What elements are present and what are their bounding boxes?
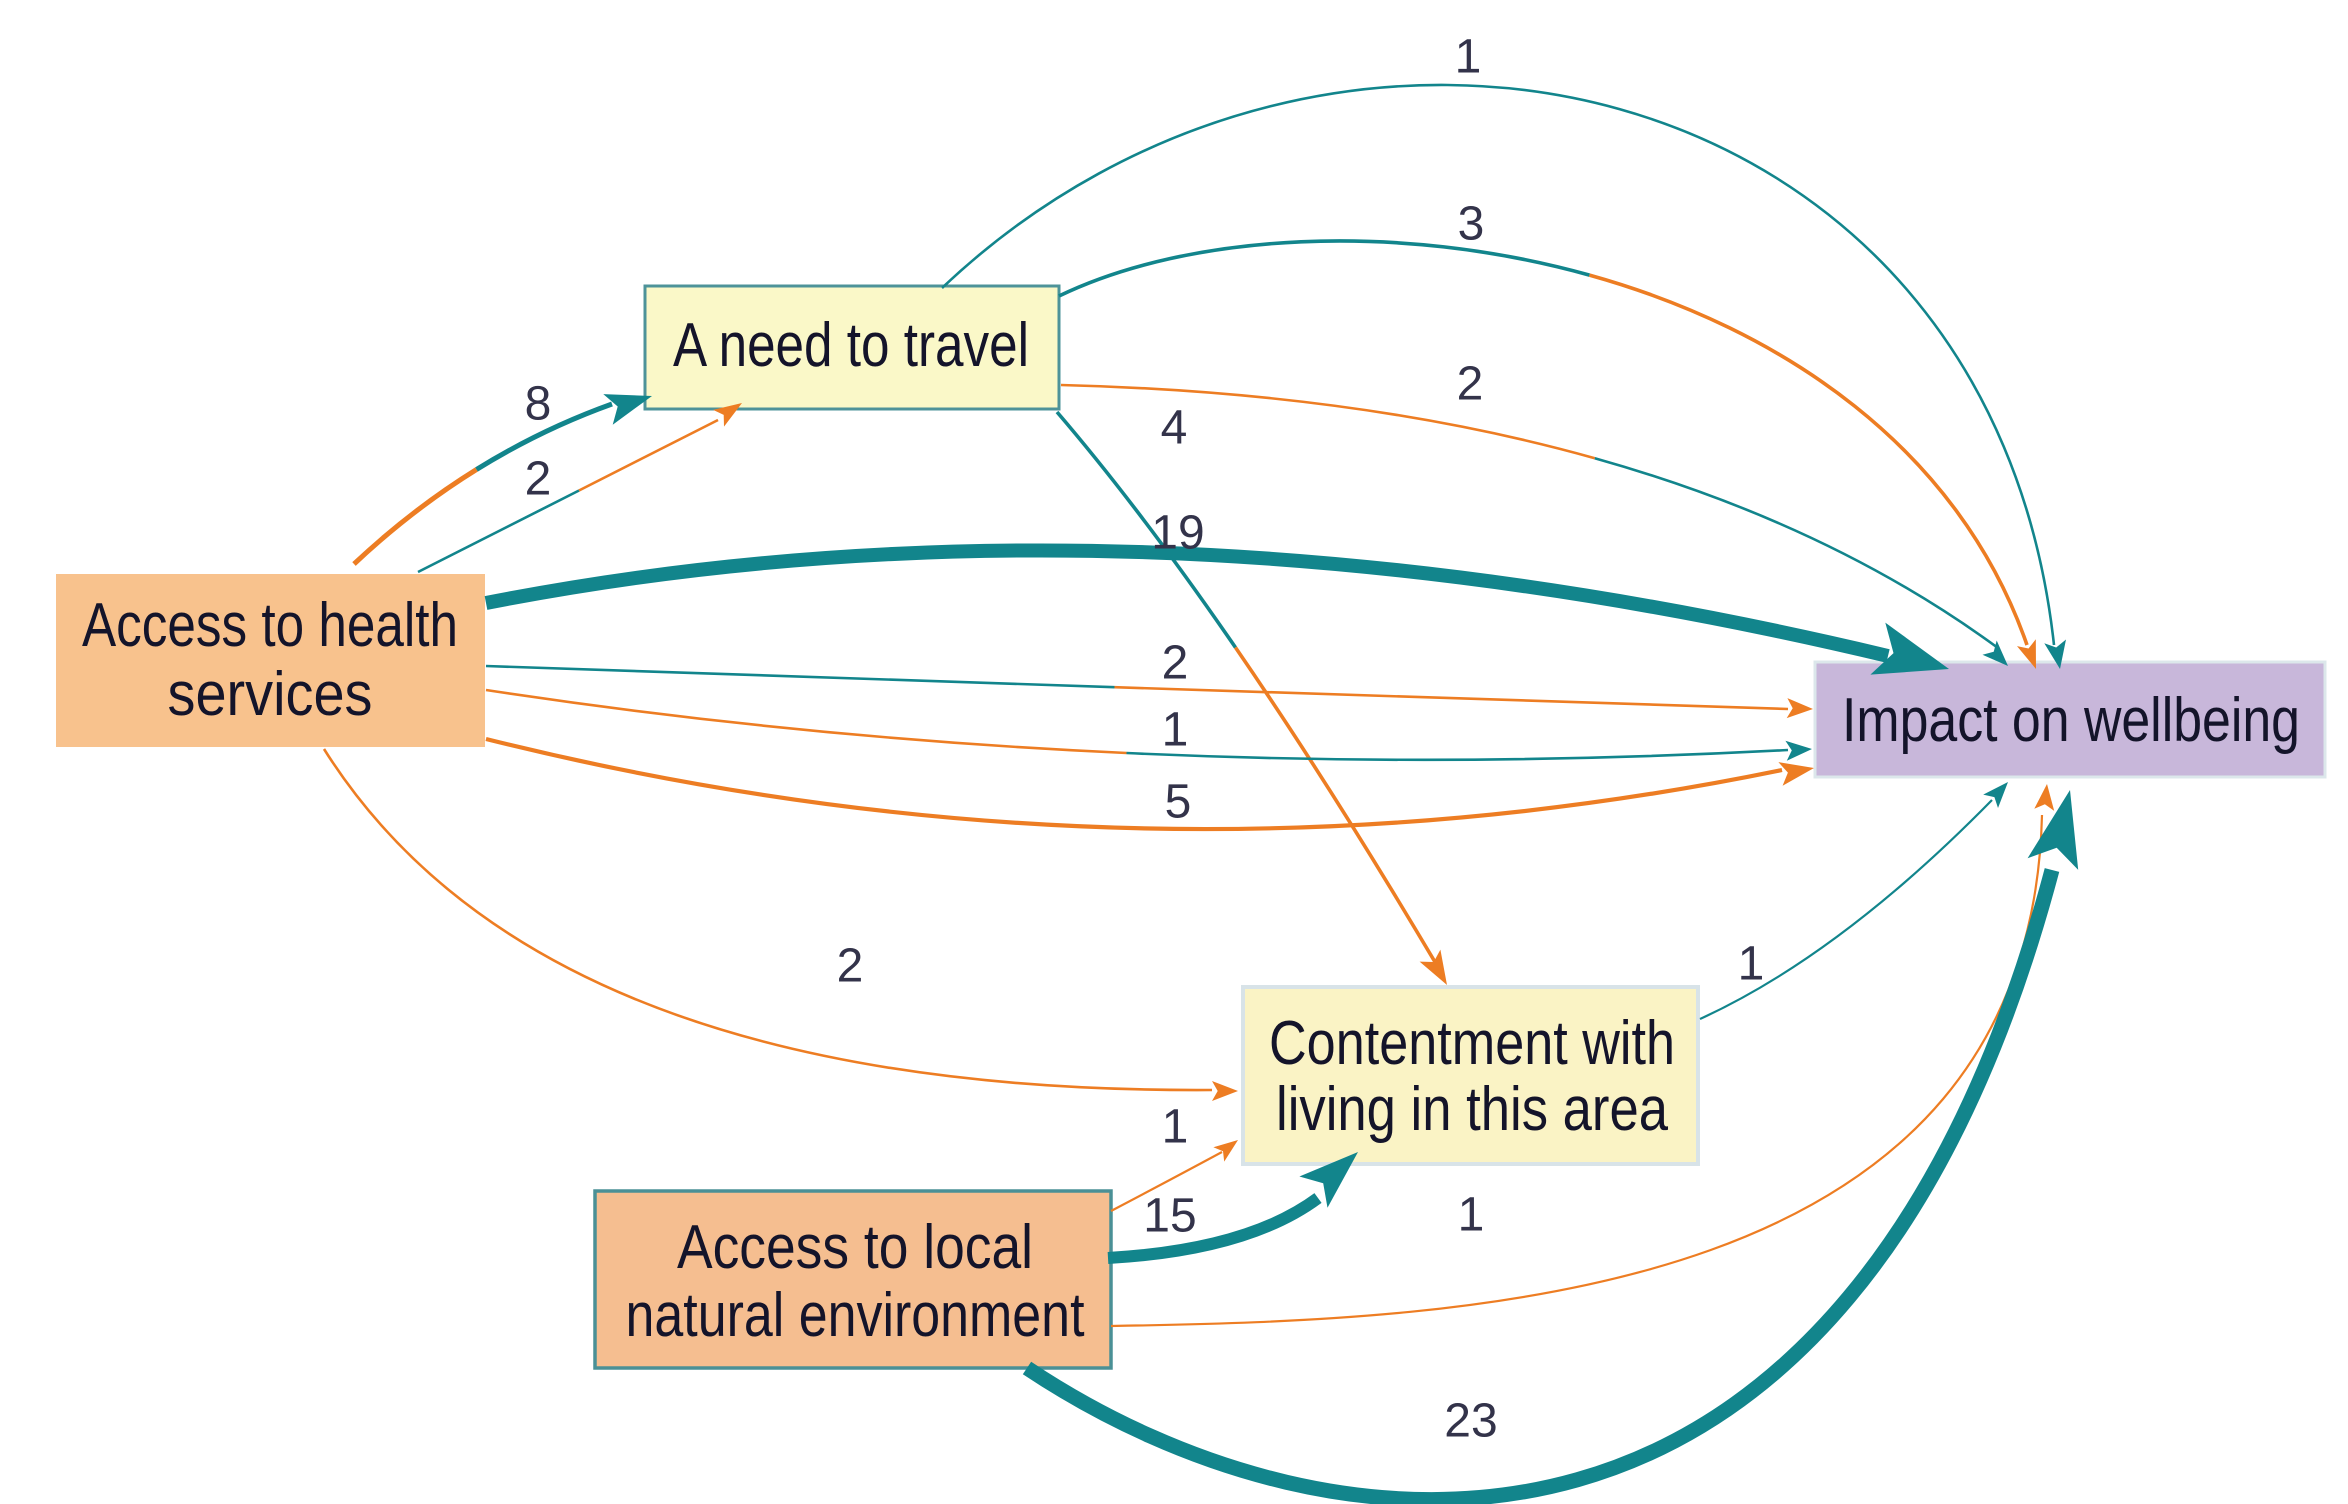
svg-text:4: 4 — [1161, 402, 1188, 455]
svg-text:1: 1 — [1162, 1101, 1189, 1154]
svg-text:Impact on wellbeing: Impact on wellbeing — [1842, 686, 2300, 755]
svg-text:2: 2 — [1457, 358, 1484, 411]
svg-text:Access to health: Access to health — [82, 591, 458, 660]
svg-text:1: 1 — [1162, 704, 1189, 757]
svg-text:A need to travel: A need to travel — [673, 311, 1029, 380]
svg-text:1: 1 — [1738, 938, 1765, 991]
svg-text:19: 19 — [1151, 507, 1204, 560]
svg-text:Contentment with: Contentment with — [1269, 1009, 1675, 1078]
svg-text:1: 1 — [1455, 31, 1482, 84]
svg-text:2: 2 — [525, 453, 552, 506]
svg-text:5: 5 — [1165, 776, 1192, 829]
svg-text:services: services — [168, 660, 373, 729]
svg-text:8: 8 — [525, 378, 552, 431]
svg-text:living in this area: living in this area — [1276, 1075, 1668, 1144]
svg-text:23: 23 — [1444, 1395, 1497, 1448]
svg-text:2: 2 — [837, 940, 864, 993]
svg-text:3: 3 — [1458, 198, 1485, 251]
svg-text:2: 2 — [1162, 637, 1189, 690]
svg-text:Access to local: Access to local — [677, 1213, 1033, 1282]
svg-text:15: 15 — [1143, 1190, 1196, 1243]
svg-text:1: 1 — [1458, 1189, 1485, 1242]
svg-text:natural environment: natural environment — [626, 1281, 1085, 1350]
